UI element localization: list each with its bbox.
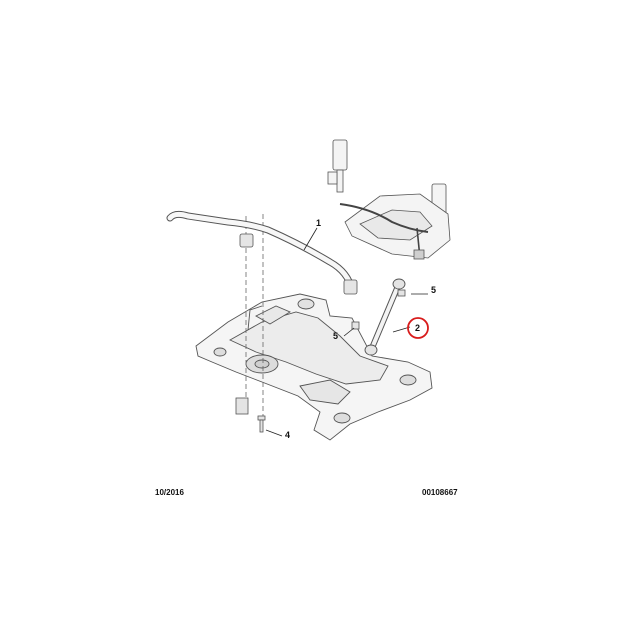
callout-5-lower: 5 (333, 331, 338, 341)
callout-2: 2 (415, 323, 420, 333)
drop-link (364, 278, 406, 356)
highlight-circle (407, 317, 429, 339)
nut-5-upper (397, 289, 406, 297)
nut-5-lower (351, 321, 360, 330)
callout-4: 4 (285, 430, 290, 440)
subframe (195, 293, 433, 441)
callout-5-upper: 5 (431, 285, 436, 295)
footer-reference: 00108667 (422, 488, 458, 497)
assembly-overview (327, 139, 451, 260)
construction-lines (245, 214, 264, 420)
leader-lines (265, 227, 428, 437)
bolt-4 (235, 397, 266, 433)
anti-roll-bar (166, 210, 358, 295)
callout-1: 1 (316, 218, 321, 228)
footer-date: 10/2016 (155, 488, 184, 497)
